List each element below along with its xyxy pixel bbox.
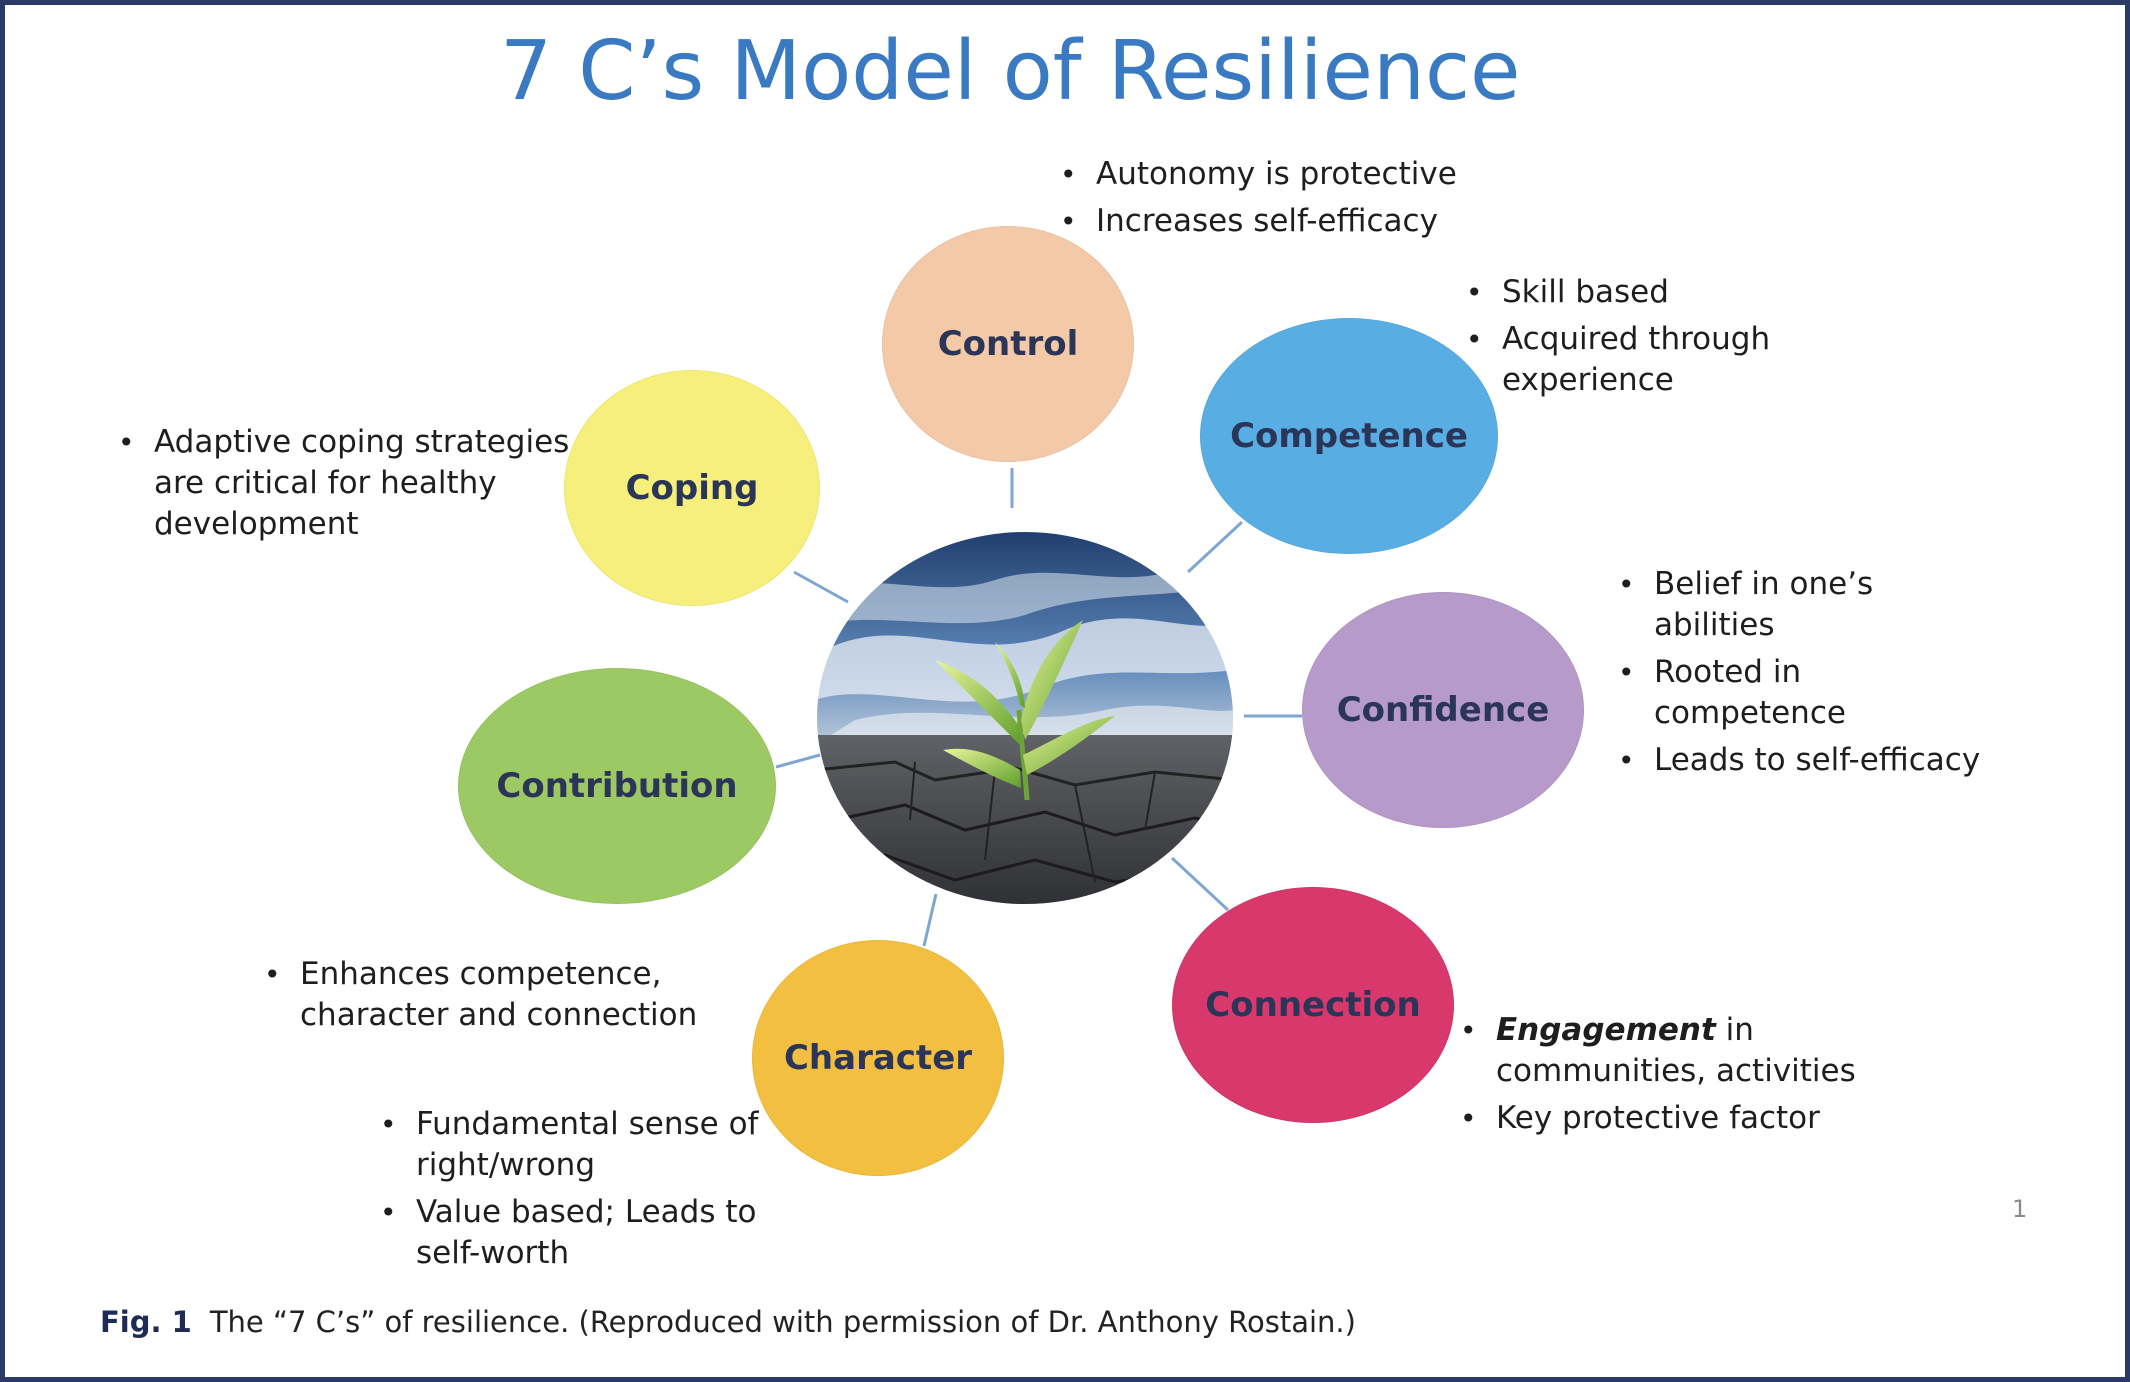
node-label-character: Character	[783, 1038, 973, 1078]
node-contribution: Contribution	[458, 668, 776, 904]
note-text: Acquired through experience	[1502, 321, 1771, 398]
note-text: Enhances competence, character and conne…	[300, 956, 698, 1033]
note-item: • Skill based	[1458, 272, 1798, 313]
note-text: Fundamental sense of right/wrong	[416, 1106, 759, 1183]
note-emphasis: Engagement	[1496, 1012, 1716, 1048]
bullet-icon: •	[380, 1108, 397, 1141]
notes-confidence: • Belief in one’s abilities • Rooted in co…	[1610, 564, 2000, 787]
note-item: • Autonomy is protective	[1052, 154, 1512, 195]
note-item: • Acquired through experience	[1458, 319, 1798, 401]
note-item: • Increases self-efficacy	[1052, 201, 1512, 242]
connector-character	[922, 893, 938, 947]
note-text: Increases self-efficacy	[1096, 203, 1438, 239]
connector-connection	[1170, 856, 1230, 912]
note-text: Key protective factor	[1496, 1100, 1820, 1136]
bullet-icon: •	[1460, 1102, 1477, 1135]
caption-text: The “7 C’s” of resilience. (Reproduced w…	[209, 1305, 1356, 1339]
node-connection: Connection	[1172, 887, 1454, 1123]
note-text: Autonomy is protective	[1096, 156, 1457, 192]
node-label-contribution: Contribution	[496, 766, 738, 806]
bullet-icon: •	[1060, 158, 1077, 191]
connector-coping	[793, 570, 849, 604]
node-label-competence: Competence	[1230, 416, 1468, 456]
notes-connection: • Engagement in communities, activities •…	[1452, 1010, 1872, 1145]
note-item: • Belief in one’s abilities	[1610, 564, 2000, 646]
bullet-icon: •	[1060, 205, 1077, 238]
note-item: • Leads to self-efficacy	[1610, 740, 2000, 781]
slide-number: 1	[2012, 1195, 2028, 1223]
node-control: Control	[882, 226, 1134, 462]
bullet-icon: •	[1618, 568, 1635, 601]
node-character: Character	[752, 940, 1004, 1176]
note-item: • Rooted in competence	[1610, 652, 2000, 734]
notes-control: • Autonomy is protective • Increases self-…	[1052, 154, 1512, 248]
node-label-coping: Coping	[625, 468, 759, 508]
bullet-icon: •	[1460, 1014, 1477, 1047]
figure-label: Fig. 1	[100, 1305, 192, 1339]
bullet-icon: •	[1466, 276, 1483, 309]
connector-contribution	[775, 753, 821, 769]
notes-contribution: • Enhances competence, character and conn…	[256, 954, 736, 1042]
note-text: Adaptive coping strategies are critical …	[154, 424, 570, 542]
slide-title: 7 C’s Model of Resilience	[500, 24, 1521, 119]
node-confidence: Confidence	[1302, 592, 1584, 828]
node-label-connection: Connection	[1205, 985, 1421, 1025]
bullet-icon: •	[1618, 656, 1635, 689]
center-plant-image	[817, 532, 1233, 904]
figure-caption: Fig. 1 The “7 C’s” of resilience. (Reprod…	[100, 1302, 1356, 1342]
bullet-icon: •	[1466, 323, 1483, 356]
note-item: • Engagement in communities, activities	[1452, 1010, 1872, 1092]
note-text: in communities, activities	[1496, 1012, 1856, 1089]
plant-icon	[935, 620, 1115, 801]
note-text: Rooted in competence	[1654, 654, 1846, 731]
notes-coping: • Adaptive coping strategies are critical…	[110, 422, 580, 551]
node-coping: Coping	[564, 370, 820, 606]
note-text: Value based; Leads to self-worth	[416, 1194, 757, 1271]
connector-competence	[1186, 520, 1244, 574]
node-label-confidence: Confidence	[1336, 690, 1550, 730]
node-label-control: Control	[937, 324, 1079, 364]
note-item: • Enhances competence, character and conn…	[256, 954, 736, 1036]
note-text: Belief in one’s abilities	[1654, 566, 1874, 643]
note-item: • Adaptive coping strategies are critical…	[110, 422, 580, 545]
bullet-icon: •	[118, 426, 135, 459]
note-text: Skill based	[1502, 274, 1669, 310]
bullet-icon: •	[1618, 744, 1635, 777]
bullet-icon: •	[380, 1196, 397, 1229]
bullet-icon: •	[264, 958, 281, 991]
notes-competence: • Skill based • Acquired through experienc…	[1458, 272, 1798, 407]
note-item: • Value based; Leads to self-worth	[372, 1192, 792, 1274]
note-item: • Fundamental sense of right/wrong	[372, 1104, 792, 1186]
note-text: Leads to self-efficacy	[1654, 742, 1981, 778]
notes-character: • Fundamental sense of right/wrong • Value…	[372, 1104, 792, 1280]
note-item: • Key protective factor	[1452, 1098, 1872, 1139]
node-competence: Competence	[1200, 318, 1498, 554]
